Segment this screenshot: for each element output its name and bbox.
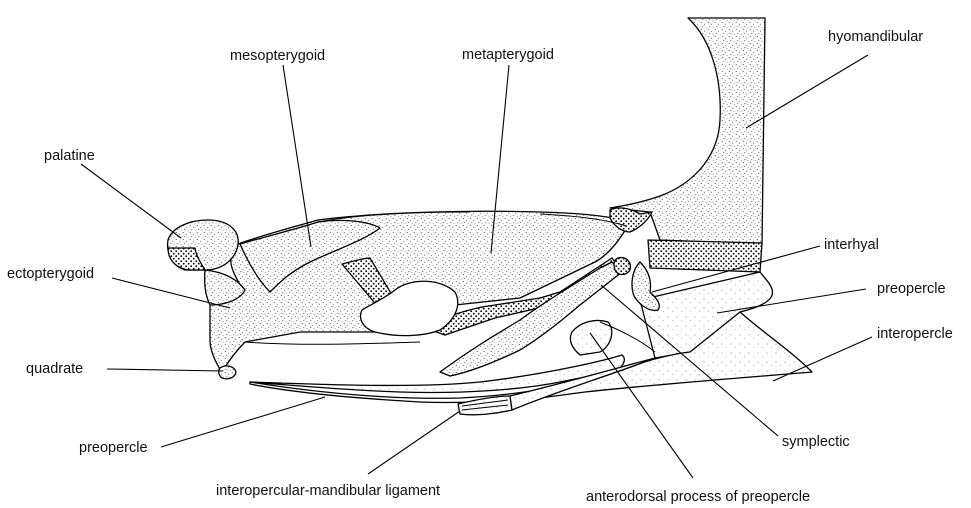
leader-quadrate	[107, 369, 223, 371]
label-interhyal: interhyal	[824, 237, 879, 253]
leader-palatine	[81, 164, 181, 238]
label-preopercle-right: preopercle	[877, 281, 946, 297]
label-metapterygoid: metapterygoid	[462, 47, 554, 63]
interhyal-cartilage-a	[614, 258, 630, 275]
label-mesopterygoid: mesopterygoid	[230, 48, 325, 64]
label-palatine: palatine	[44, 148, 95, 164]
label-hyomandibular: hyomandibular	[828, 29, 923, 45]
label-anterodorsal: anterodorsal process of preopercle	[586, 489, 810, 505]
interhyal-bone	[632, 262, 659, 310]
bone-drawing	[168, 18, 812, 415]
label-quadrate: quadrate	[26, 361, 83, 377]
label-interopercle: interopercle	[877, 326, 953, 342]
label-ligament: interopercular-mandibular ligament	[216, 483, 440, 499]
hyomandibular-cartilage	[648, 240, 762, 272]
leader-preopercle-left	[161, 397, 325, 447]
leader-mesopterygoid	[283, 65, 311, 247]
leader-ligament	[368, 411, 460, 474]
label-ectopterygoid: ectopterygoid	[7, 266, 94, 282]
anterodorsal-process-bone	[570, 320, 611, 355]
quadrate-knob	[219, 366, 236, 379]
label-symplectic: symplectic	[782, 434, 850, 450]
label-preopercle-left: preopercle	[79, 440, 148, 456]
